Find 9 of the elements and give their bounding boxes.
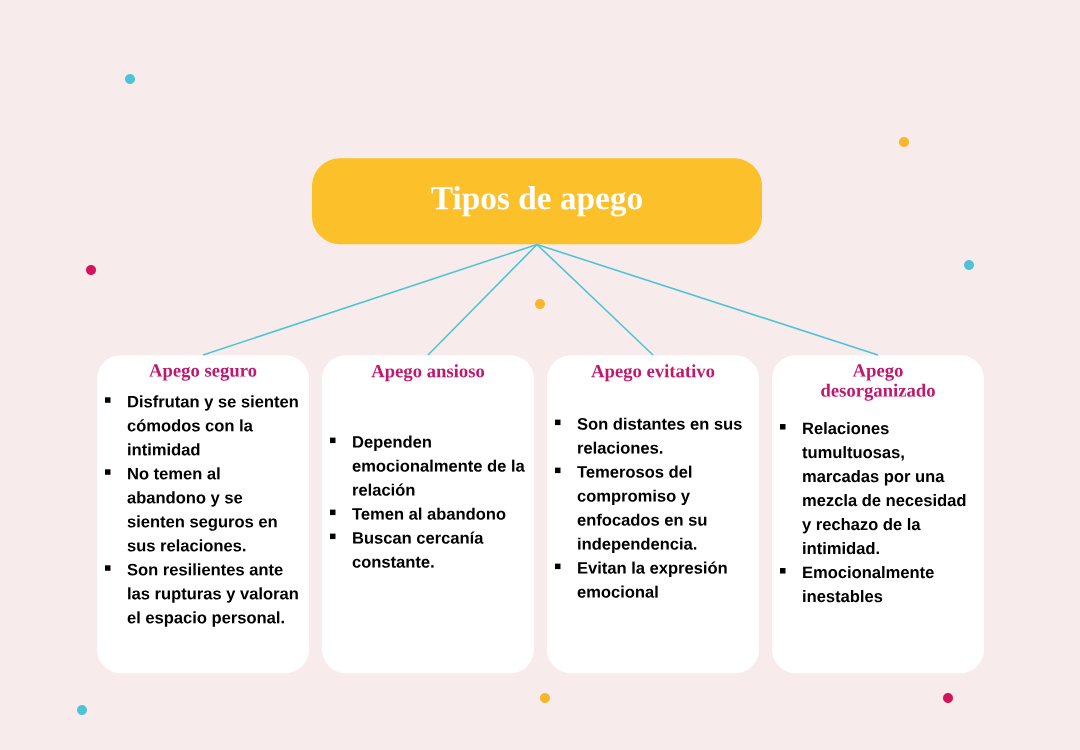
connector-line bbox=[536, 243, 879, 356]
connector-line bbox=[536, 243, 654, 356]
title-box: Tipos de apego bbox=[312, 158, 762, 245]
card: Apego ansioso Dependen emocionalmente de la relación Temen al abandono Buscan cercanía constante. bbox=[322, 355, 534, 674]
card: Apego seguro Disfrutan y se sienten cómodos con la intimidad No temen al abandono y se sienten seguros en sus relaciones. Son resilientes ante las rupturas y valoran el espacio personal. bbox=[97, 355, 309, 674]
connector-line bbox=[427, 243, 538, 356]
card: Apego evitativo Son distantes en sus relaciones. Temerosos del compromiso y enfocados en su independencia. Evitan la expresión emocional bbox=[547, 355, 759, 674]
connector-line bbox=[202, 243, 538, 356]
card: Apego desorganizado Relaciones tumultuosas, marcadas por una mezcla de necesidad y rechazo de la intimidad. Emocionalmente inestables bbox=[772, 355, 984, 674]
